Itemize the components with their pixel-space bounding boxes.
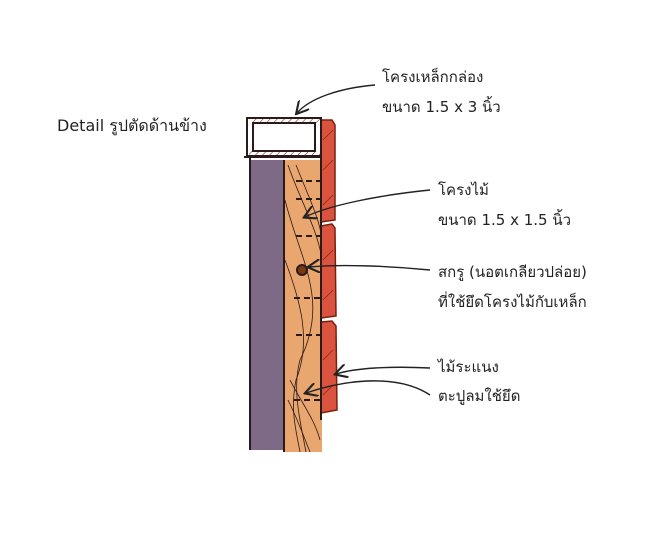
nail-arrow bbox=[306, 380, 431, 395]
batten-label: ไม้ระแนง bbox=[438, 358, 499, 376]
screw-description: ที่ใช้ยึดโครงไม้กับเหล็ก bbox=[438, 293, 587, 311]
wood-frame-arrow bbox=[305, 189, 431, 217]
diagram-title: Detail รูปตัดด้านข้าง bbox=[57, 116, 207, 135]
screw-icon bbox=[296, 264, 308, 276]
wood-frame-label: โครงไม้ bbox=[438, 181, 489, 199]
steel-frame-arrow bbox=[297, 84, 376, 113]
wall-section bbox=[250, 160, 284, 450]
steel-frame-size: ขนาด 1.5 x 3 นิ้ว bbox=[382, 98, 501, 116]
screw-label: สกรู (นอตเกลียวปล่อย) bbox=[438, 263, 587, 281]
nail-label: ตะปูลมใช้ยึด bbox=[438, 387, 521, 405]
wood-frame bbox=[284, 160, 322, 452]
wood-frame-size: ขนาด 1.5 x 1.5 นิ้ว bbox=[438, 211, 572, 229]
steel-frame-label: โครงเหล็กกล่อง bbox=[382, 68, 484, 86]
batten-arrow bbox=[336, 367, 431, 374]
screw-arrow bbox=[309, 266, 431, 270]
